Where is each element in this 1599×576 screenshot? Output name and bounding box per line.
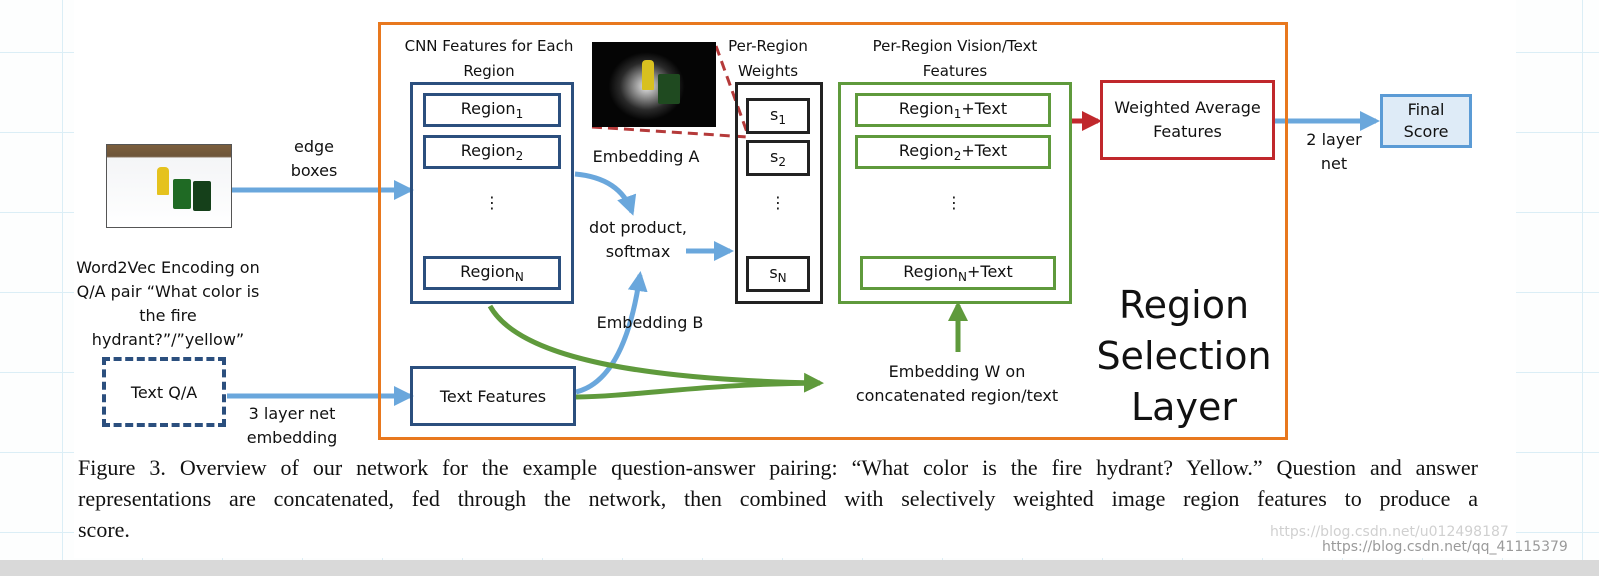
- vision-text-2-box: Region2+Text: [855, 135, 1051, 169]
- weight-s1-box: s1: [746, 98, 810, 134]
- vision-text-header: Per-Region Vision/Text Features: [872, 37, 1038, 80]
- dot-product-label: dot product, softmax: [589, 218, 687, 261]
- region-2-box: Region2: [423, 135, 561, 169]
- watermark-faint: https://blog.csdn.net/u012498187: [1270, 524, 1509, 540]
- vision-text-ellipsis: ⋮: [946, 193, 962, 212]
- region-n-label: RegionN: [460, 262, 524, 284]
- embedding-b-arrow: [575, 271, 648, 395]
- vision-text-1-box: Region1+Text: [855, 93, 1051, 127]
- vision-text-n-box: RegionN+Text: [860, 256, 1056, 290]
- edge-boxes-label: edge boxes: [290, 137, 338, 180]
- region-heatmap-image: [592, 42, 716, 127]
- text-qa-box: Text Q/A: [102, 357, 226, 427]
- vision-text-column: [838, 82, 1072, 304]
- text-qa-label: Text Q/A: [130, 382, 198, 402]
- weight-ellipsis: ⋮: [770, 193, 786, 212]
- heatmap-hydrant: [642, 60, 654, 90]
- region-ellipsis: ⋮: [484, 193, 500, 212]
- text-features-label: Text Features: [439, 386, 547, 406]
- region-selection-layer-title: Region Selection Layer: [1096, 283, 1272, 429]
- caption-line-1: Figure 3. Overview of our network for th…: [78, 455, 1478, 480]
- embedding-w-label: Embedding W on concatenated region/text: [855, 362, 1059, 405]
- vision-text-2-label: Region2+Text: [898, 141, 1008, 163]
- weights-header: Per-Region Weights: [728, 37, 808, 80]
- figure-caption: Figure 3. Overview of our network for th…: [78, 452, 1478, 545]
- caption-line-3: score.: [78, 517, 130, 542]
- heatmap-projection-bottom: [591, 125, 749, 139]
- embedding-a-arrow: [574, 171, 637, 216]
- photo-bin-right: [193, 181, 211, 211]
- embedding-b-label: Embedding B: [596, 313, 704, 332]
- text-features-box: Text Features: [410, 366, 576, 426]
- weight-s2-box: s2: [746, 140, 810, 176]
- cnn-region-column: [410, 82, 574, 304]
- region-n-box: RegionN: [423, 256, 561, 290]
- photo-bin-left: [173, 179, 191, 209]
- vision-text-n-label: RegionN+Text: [903, 262, 1013, 284]
- cnn-features-header: CNN Features for Each Region: [404, 37, 574, 80]
- weight-s2-label: s2: [770, 147, 786, 169]
- region-1-box: Region1: [423, 93, 561, 127]
- word2vec-label: Word2Vec Encoding on Q/A pair “What colo…: [76, 258, 260, 349]
- caption-line-2: representations are concatenated, fed th…: [78, 486, 1478, 511]
- text-to-concat-arrow: [575, 380, 821, 400]
- final-score-box: Final Score: [1380, 94, 1472, 148]
- watermark-main: https://blog.csdn.net/qq_41115379: [1322, 539, 1568, 555]
- weight-s1-label: s1: [770, 105, 786, 127]
- embedding-a-label: Embedding A: [592, 147, 700, 166]
- regions-to-concat-arrow: [487, 304, 824, 393]
- final-score-label: Final Score: [1403, 100, 1449, 141]
- figure-panel: [74, 0, 1516, 558]
- region-selection-layer-box: [378, 22, 1288, 440]
- three-layer-net-label: 3 layer net embedding: [246, 404, 338, 447]
- weighted-average-label: Weighted Average Features: [1114, 98, 1261, 141]
- bottom-strip: [0, 560, 1599, 576]
- weight-sn-box: sN: [746, 256, 810, 292]
- heatmap-bin: [658, 74, 680, 104]
- two-layer-net-label: 2 layer net: [1306, 130, 1362, 173]
- vision-text-1-label: Region1+Text: [898, 99, 1008, 121]
- region-2-label: Region2: [460, 141, 524, 163]
- weights-column: [735, 82, 823, 304]
- weighted-average-box: Weighted Average Features: [1100, 80, 1275, 160]
- photo-hydrant: [157, 167, 169, 195]
- weight-sn-label: sN: [769, 263, 787, 285]
- input-photo: [106, 144, 232, 228]
- region-1-label: Region1: [460, 99, 524, 121]
